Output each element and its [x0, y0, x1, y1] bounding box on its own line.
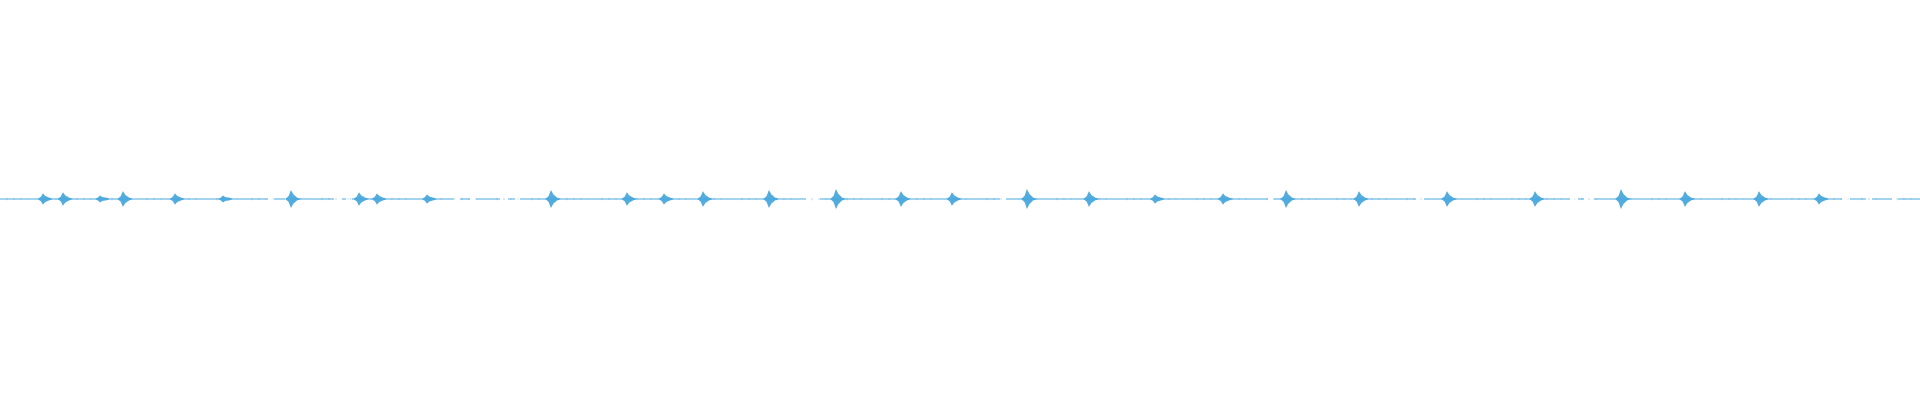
waveform-gap: [334, 197, 342, 201]
waveform-gap: [1416, 197, 1424, 201]
waveform-burst: [1353, 191, 1370, 207]
waveform-gap: [1842, 197, 1850, 201]
waveform-burst: [353, 192, 370, 206]
waveform-burst: [545, 190, 562, 208]
waveform-gap: [454, 197, 460, 201]
waveform-burst: [169, 193, 186, 205]
waveform-gap: [268, 197, 274, 201]
waveform-gap: [515, 197, 520, 201]
waveform-burst: [895, 191, 912, 207]
waveform-burst: [1217, 193, 1234, 205]
waveform-burst: [93, 195, 111, 203]
waveform-burst: [37, 193, 54, 205]
waveform-gap: [806, 197, 820, 201]
waveform-burst: [1615, 188, 1632, 210]
waveform-burst: [621, 192, 638, 206]
waveform-gap: [1892, 197, 1898, 201]
waveform-gap: [1268, 197, 1274, 201]
waveform-burst: [57, 192, 74, 206]
waveform-burst: [421, 194, 438, 204]
waveform-burst: [117, 191, 134, 207]
waveform-gap: [1570, 197, 1578, 201]
waveform-burst: [1280, 190, 1297, 208]
waveform-burst: [1021, 188, 1038, 210]
waveform-burst: [1753, 191, 1770, 207]
waveform-burst: [1083, 191, 1100, 207]
waveform-burst: [946, 192, 963, 206]
waveform-burst: [1441, 191, 1458, 207]
waveform-group: [0, 188, 1920, 210]
waveform-burst: [1529, 191, 1546, 207]
waveform-gap: [470, 197, 476, 201]
waveform-burst: [285, 190, 302, 208]
waveform-burst: [1679, 191, 1696, 207]
waveform-burst: [1149, 194, 1166, 204]
waveform-gap: [346, 197, 352, 201]
waveform-gap: [1000, 197, 1006, 201]
